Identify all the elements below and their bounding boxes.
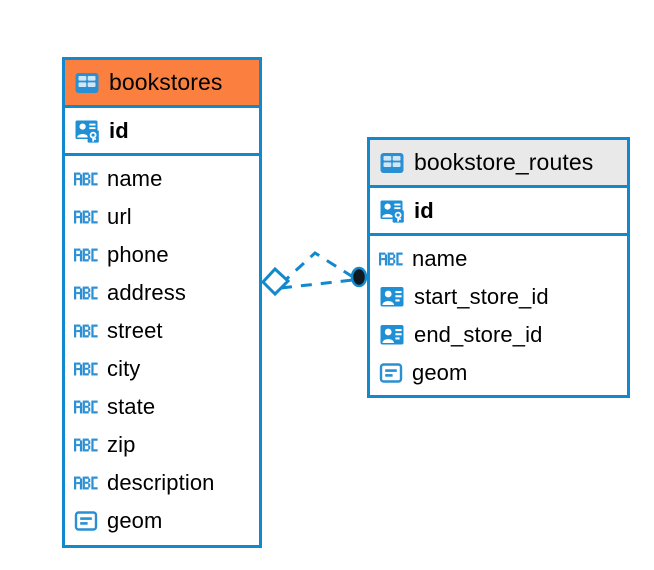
entity-title-bookstores: bookstores: [109, 69, 223, 95]
field-label-id: id: [414, 197, 434, 223]
field-row-primary-key[interactable]: id: [65, 108, 259, 153]
text-type-icon: [74, 286, 98, 300]
entity-table-bookstore-routes[interactable]: bookstore_routes id: [367, 137, 630, 398]
field-row-state[interactable]: state: [65, 388, 259, 426]
field-row-name[interactable]: name: [65, 160, 259, 198]
field-row-primary-key[interactable]: id: [370, 188, 627, 233]
field-row-url[interactable]: url: [65, 198, 259, 236]
field-label-city: city: [107, 356, 141, 381]
primary-key-section-bookstore-routes: id: [370, 188, 627, 236]
text-type-icon: [74, 476, 98, 490]
text-type-icon: [74, 248, 98, 262]
field-label-id: id: [109, 117, 129, 143]
relationship-line-upper: [279, 251, 354, 286]
field-row-address[interactable]: address: [65, 274, 259, 312]
text-type-icon: [74, 438, 98, 452]
foreign-key-icon: [380, 325, 404, 345]
field-section-bookstore-routes: name start_store_id: [370, 236, 627, 396]
field-section-bookstores: name url: [65, 156, 259, 544]
entity-title-bookstore-routes: bookstore_routes: [414, 149, 594, 175]
table-icon: [380, 152, 404, 173]
geometry-type-icon: [74, 511, 98, 531]
text-type-icon: [74, 400, 98, 414]
relationship-line-lower: [280, 278, 354, 290]
field-label-geom: geom: [412, 360, 468, 385]
field-label-end-store-id: end_store_id: [414, 322, 543, 347]
geometry-type-icon: [379, 363, 403, 383]
text-type-icon: [379, 252, 403, 266]
field-row-description[interactable]: description: [65, 464, 259, 502]
field-row-name[interactable]: name: [370, 240, 627, 278]
text-type-icon: [74, 172, 98, 186]
table-icon: [75, 72, 99, 93]
field-row-end-store-id[interactable]: end_store_id: [370, 316, 627, 354]
filled-circle-marker: [350, 266, 368, 288]
field-label-address: address: [107, 280, 186, 305]
field-label-description: description: [107, 470, 215, 495]
text-type-icon: [74, 362, 98, 376]
field-label-zip: zip: [107, 432, 136, 457]
primary-key-section-bookstores: id: [65, 108, 259, 156]
field-row-phone[interactable]: phone: [65, 236, 259, 274]
field-row-street[interactable]: street: [65, 312, 259, 350]
text-type-icon: [74, 324, 98, 338]
field-label-geom: geom: [107, 508, 163, 533]
text-type-icon: [74, 210, 98, 224]
entity-header-bookstore-routes[interactable]: bookstore_routes: [370, 140, 627, 188]
primary-key-icon: [75, 120, 99, 143]
entity-table-bookstores[interactable]: bookstores id: [62, 57, 262, 548]
entity-header-bookstores[interactable]: bookstores: [65, 60, 259, 108]
field-label-url: url: [107, 204, 132, 229]
field-label-name: name: [412, 246, 468, 271]
field-label-start-store-id: start_store_id: [414, 284, 549, 309]
field-label-street: street: [107, 318, 163, 343]
field-row-start-store-id[interactable]: start_store_id: [370, 278, 627, 316]
field-row-geom[interactable]: geom: [65, 502, 259, 540]
diamond-marker: [260, 266, 291, 297]
field-label-phone: phone: [107, 242, 169, 267]
field-row-zip[interactable]: zip: [65, 426, 259, 464]
field-row-city[interactable]: city: [65, 350, 259, 388]
primary-key-icon: [380, 200, 404, 223]
field-label-name: name: [107, 166, 163, 191]
field-label-state: state: [107, 394, 156, 419]
foreign-key-icon: [380, 287, 404, 307]
field-row-geom[interactable]: geom: [370, 354, 627, 392]
